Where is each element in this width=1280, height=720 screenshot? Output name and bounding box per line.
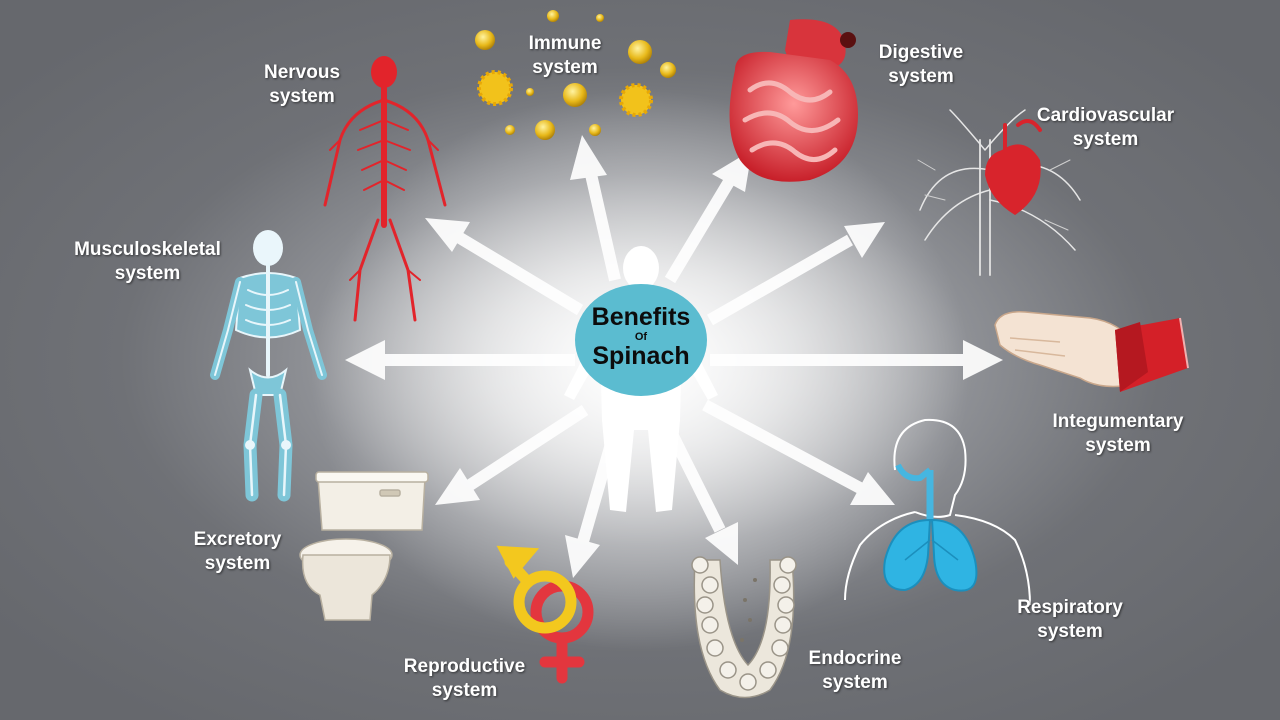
arrow-respiratory bbox=[702, 399, 895, 505]
center-title-line2: Of bbox=[634, 331, 648, 343]
arrows bbox=[345, 135, 1003, 578]
immune-cells-icon bbox=[475, 10, 676, 140]
digestive-tract-icon bbox=[729, 19, 858, 182]
arrow-immune bbox=[570, 135, 621, 282]
center-title-line3: Spinach bbox=[592, 342, 690, 370]
skin-hand-icon bbox=[994, 311, 1189, 392]
toilet-icon bbox=[299, 471, 429, 621]
skeleton-icon bbox=[210, 230, 327, 502]
gender-symbols-icon bbox=[496, 545, 594, 684]
nervous-system-icon bbox=[323, 56, 447, 322]
arrow-excretory bbox=[435, 404, 589, 505]
arrow-endocrine bbox=[664, 427, 738, 565]
lungs-icon bbox=[844, 418, 1031, 606]
heart-vessels-icon bbox=[917, 109, 1081, 276]
arrow-musculoskeletal bbox=[345, 340, 575, 380]
gland-icon bbox=[691, 556, 797, 699]
center-title-line1: Benefits bbox=[591, 303, 691, 331]
arrow-integumentary bbox=[710, 340, 1003, 380]
arrow-cardiovascular bbox=[707, 222, 885, 326]
center-title-circle: Benefits Of Spinach bbox=[575, 284, 707, 396]
arrow-nervous bbox=[425, 218, 584, 316]
